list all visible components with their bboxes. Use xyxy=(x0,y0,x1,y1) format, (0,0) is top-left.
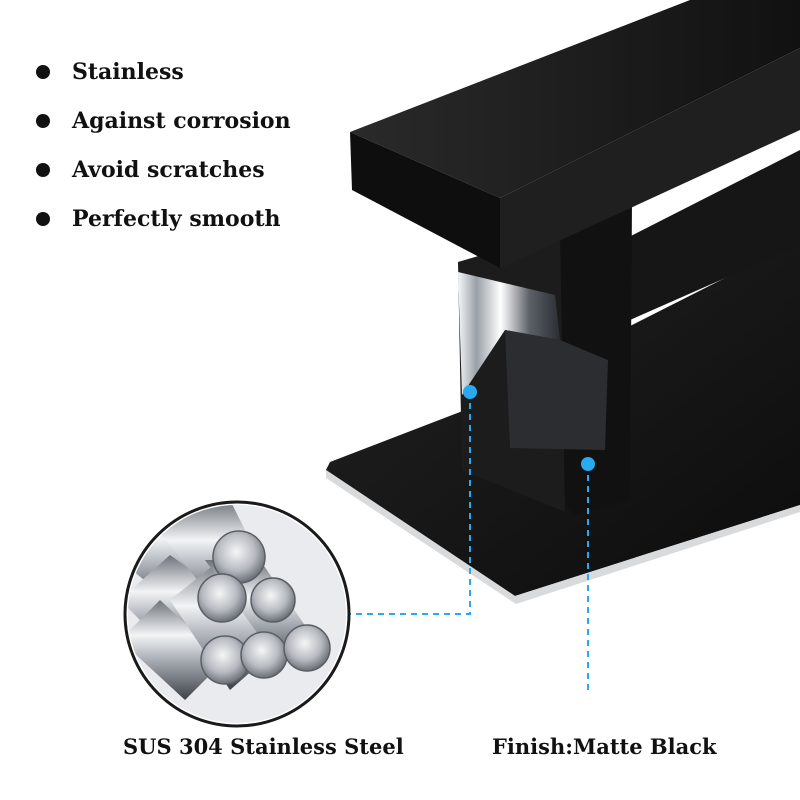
finish-caption: Finish:Matte Black xyxy=(492,734,717,759)
handle-bar-top xyxy=(350,0,800,198)
steel-rods-lens xyxy=(123,500,351,728)
material-caption: SUS 304 Stainless Steel xyxy=(123,734,404,759)
feature-item: Avoid scratches xyxy=(34,153,291,202)
bullet-icon xyxy=(36,163,50,177)
handle-bar-face xyxy=(500,48,800,268)
feature-list: Stainless Against corrosion Avoid scratc… xyxy=(34,55,291,251)
handle-bar-front xyxy=(350,132,500,268)
feature-label: Avoid scratches xyxy=(72,157,265,183)
stainless-section xyxy=(458,272,560,395)
callout-dot-steel xyxy=(463,385,477,399)
stainless-inner xyxy=(505,330,608,450)
rod-end xyxy=(197,573,247,623)
rod-end xyxy=(283,624,331,672)
callout-steel xyxy=(345,385,477,615)
rod-end xyxy=(240,631,288,679)
bullet-icon xyxy=(36,65,50,79)
bullet-icon xyxy=(36,212,50,226)
base-plate-edge xyxy=(326,470,800,604)
feature-item: Stainless xyxy=(34,55,291,104)
feature-item: Perfectly smooth xyxy=(34,202,291,251)
feature-item: Against corrosion xyxy=(34,104,291,153)
callout-dot-finish xyxy=(581,457,595,471)
matte-black-handle xyxy=(326,0,800,604)
feature-label: Against corrosion xyxy=(72,108,291,134)
callout-finish xyxy=(581,457,595,690)
feature-label: Stainless xyxy=(72,59,184,85)
rod-end xyxy=(250,577,296,623)
feature-label: Perfectly smooth xyxy=(72,206,281,232)
bullet-icon xyxy=(36,114,50,128)
